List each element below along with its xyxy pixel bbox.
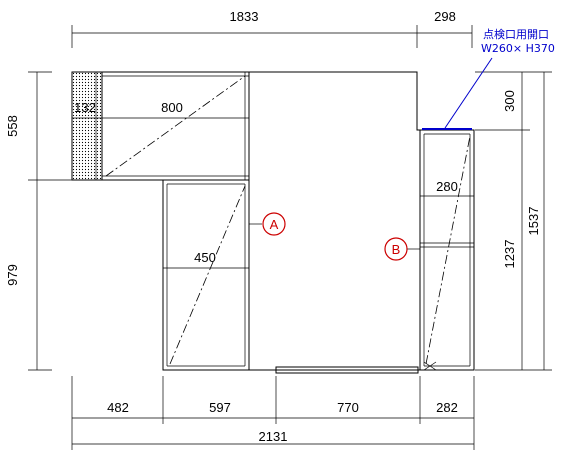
marker-a-label: A — [270, 217, 279, 232]
marker-b-circle — [384, 237, 408, 261]
dim-bottom-3: 770 — [337, 400, 359, 415]
cabinet-upper-left — [71, 71, 250, 181]
dim-left-lower: 979 — [5, 264, 20, 286]
shelf-label-280: 280 — [436, 179, 458, 194]
room-outline — [71, 71, 421, 371]
cabinet-lower-left — [162, 179, 250, 371]
dim-left-upper: 558 — [5, 115, 20, 137]
inspection-note-line1: 点検口用開口 — [483, 27, 549, 41]
dim-top-overall: 1833 — [230, 9, 259, 24]
dim-bottom-total: 2131 — [259, 429, 288, 444]
marker-b-label: B — [392, 242, 401, 257]
left-dimension-lines — [28, 71, 72, 371]
inspection-leader-line — [444, 57, 493, 129]
marker-a-circle — [262, 212, 286, 236]
inspection-note-line2: W260× H370 — [481, 42, 555, 55]
cabinet-right — [419, 129, 475, 371]
dim-top-right: 298 — [434, 9, 456, 24]
dim-right-overall: 1537 — [526, 207, 541, 236]
dim-right-lower: 1237 — [502, 240, 517, 269]
top-dimension-lines — [71, 25, 473, 48]
dim-bottom-1: 482 — [107, 400, 129, 415]
dim-bottom-4: 282 — [436, 400, 458, 415]
shelf-label-450: 450 — [194, 250, 216, 265]
shelf-label-800: 800 — [161, 100, 183, 115]
door-threshold — [275, 366, 419, 374]
dim-bottom-2: 597 — [209, 400, 231, 415]
right-dimension-lines — [475, 71, 552, 371]
bottom-dimension-lines — [71, 376, 475, 450]
shelf-label-132: 132 — [74, 100, 96, 115]
dim-right-upper: 300 — [502, 90, 517, 112]
